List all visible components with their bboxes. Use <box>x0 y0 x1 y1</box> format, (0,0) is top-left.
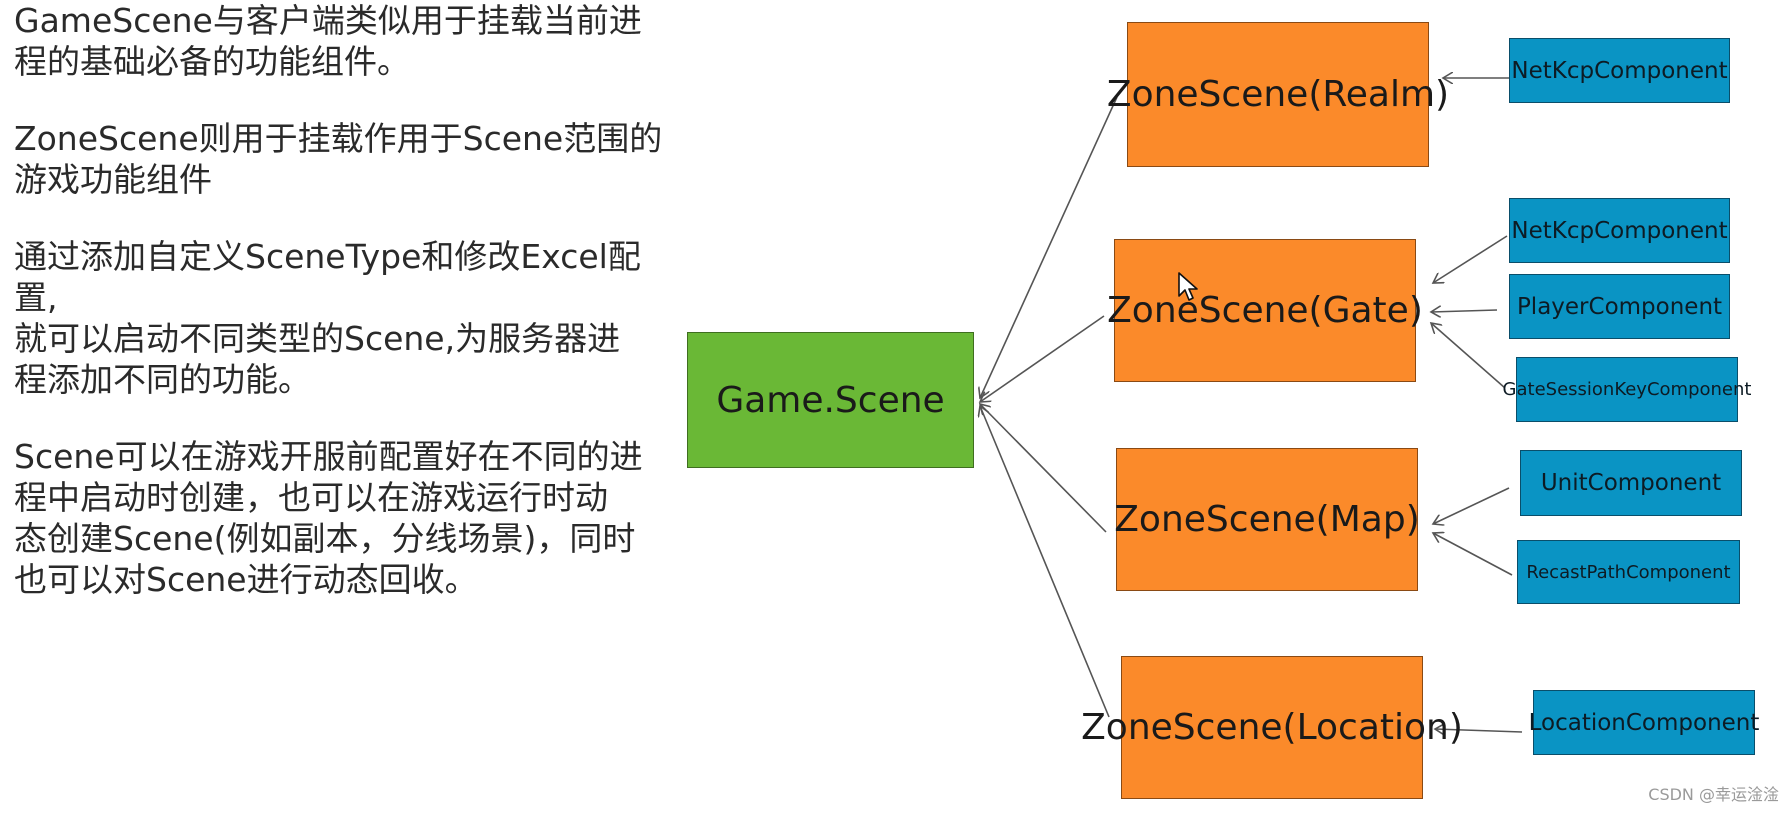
zone-scene-gate-node: ZoneScene(Gate) <box>1107 239 1423 382</box>
paragraph-zone-scene: ZoneScene则用于挂载作用于Scene范围的 游戏功能组件 <box>14 118 674 200</box>
text-line: 态创建Scene(例如副本，分线场景)，同时 <box>14 519 636 558</box>
component-label: NetKcpComponent <box>1511 217 1728 244</box>
component-label: LocationComponent <box>1528 709 1760 736</box>
paragraph-scene-type: 通过添加自定义SceneType和修改Excel配置, 就可以启动不同类型的Sc… <box>14 236 674 400</box>
component-netkcp-gate: NetKcpComponent <box>1509 198 1730 263</box>
text-line: 程中启动时创建，也可以在游戏运行时动 <box>14 478 608 517</box>
mouse-cursor-icon <box>1178 272 1200 308</box>
zone-scene-label: ZoneScene(Realm) <box>1106 74 1450 115</box>
game-scene-node: Game.Scene <box>687 332 974 468</box>
text-line: Scene可以在游戏开服前配置好在不同的进 <box>14 437 643 476</box>
arrow-location-comp-to-location <box>1435 729 1523 732</box>
component-label: GateSessionKeyComponent <box>1502 379 1752 400</box>
arrow-map-to-game <box>980 404 1107 533</box>
arrow-gate-to-game <box>980 315 1105 402</box>
component-unit: UnitComponent <box>1520 450 1742 516</box>
zone-scene-label: ZoneScene(Gate) <box>1107 290 1423 331</box>
text-line: 程添加不同的功能。 <box>14 360 311 399</box>
component-label: UnitComponent <box>1540 470 1722 496</box>
text-line: 就可以启动不同类型的Scene,为服务器进 <box>14 319 621 358</box>
component-label: PlayerComponent <box>1516 293 1723 320</box>
description-panel: GameScene与客户端类似用于挂载当前进 程的基础必备的功能组件。 Zone… <box>14 0 674 636</box>
zone-scene-label: ZoneScene(Location) <box>1081 707 1463 748</box>
watermark: CSDN @幸运淦淦 <box>1648 785 1779 804</box>
component-location: LocationComponent <box>1529 690 1759 755</box>
arrow-recast-to-map <box>1433 533 1513 576</box>
text-line: GameScene与客户端类似用于挂载当前进 <box>14 1 642 40</box>
component-label: NetKcpComponent <box>1511 57 1728 84</box>
component-player: PlayerComponent <box>1509 274 1730 339</box>
component-label: RecastPathComponent <box>1526 561 1731 583</box>
paragraph-dynamic-scene: Scene可以在游戏开服前配置好在不同的进 程中启动时创建，也可以在游戏运行时动… <box>14 436 674 600</box>
game-scene-label: Game.Scene <box>716 379 945 421</box>
arrow-unit-to-map <box>1433 487 1510 524</box>
arrow-location-to-game <box>980 406 1110 718</box>
text-line: 游戏功能组件 <box>14 160 212 199</box>
text-line: ZoneScene则用于挂载作用于Scene范围的 <box>14 119 663 158</box>
text-line: 通过添加自定义SceneType和修改Excel配置, <box>14 237 641 317</box>
arrow-realm-to-game <box>980 96 1118 398</box>
text-line: 程的基础必备的功能组件。 <box>14 42 410 81</box>
arrow-netkcp-to-gate <box>1433 235 1508 283</box>
arrow-player-to-gate <box>1431 310 1498 312</box>
zone-scene-realm-node: ZoneScene(Realm) <box>1107 22 1449 167</box>
text-line: 也可以对Scene进行动态回收。 <box>14 560 478 599</box>
component-gate-session-key: GateSessionKeyComponent <box>1503 357 1751 422</box>
paragraph-game-scene: GameScene与客户端类似用于挂载当前进 程的基础必备的功能组件。 <box>14 0 674 82</box>
component-recast-path: RecastPathComponent <box>1517 540 1740 604</box>
zone-scene-label: ZoneScene(Map) <box>1114 499 1420 540</box>
zone-scene-map-node: ZoneScene(Map) <box>1114 448 1420 591</box>
component-netkcp-realm: NetKcpComponent <box>1509 38 1730 103</box>
arrow-gatesession-to-gate <box>1431 323 1506 389</box>
zone-scene-location-node: ZoneScene(Location) <box>1081 656 1463 799</box>
